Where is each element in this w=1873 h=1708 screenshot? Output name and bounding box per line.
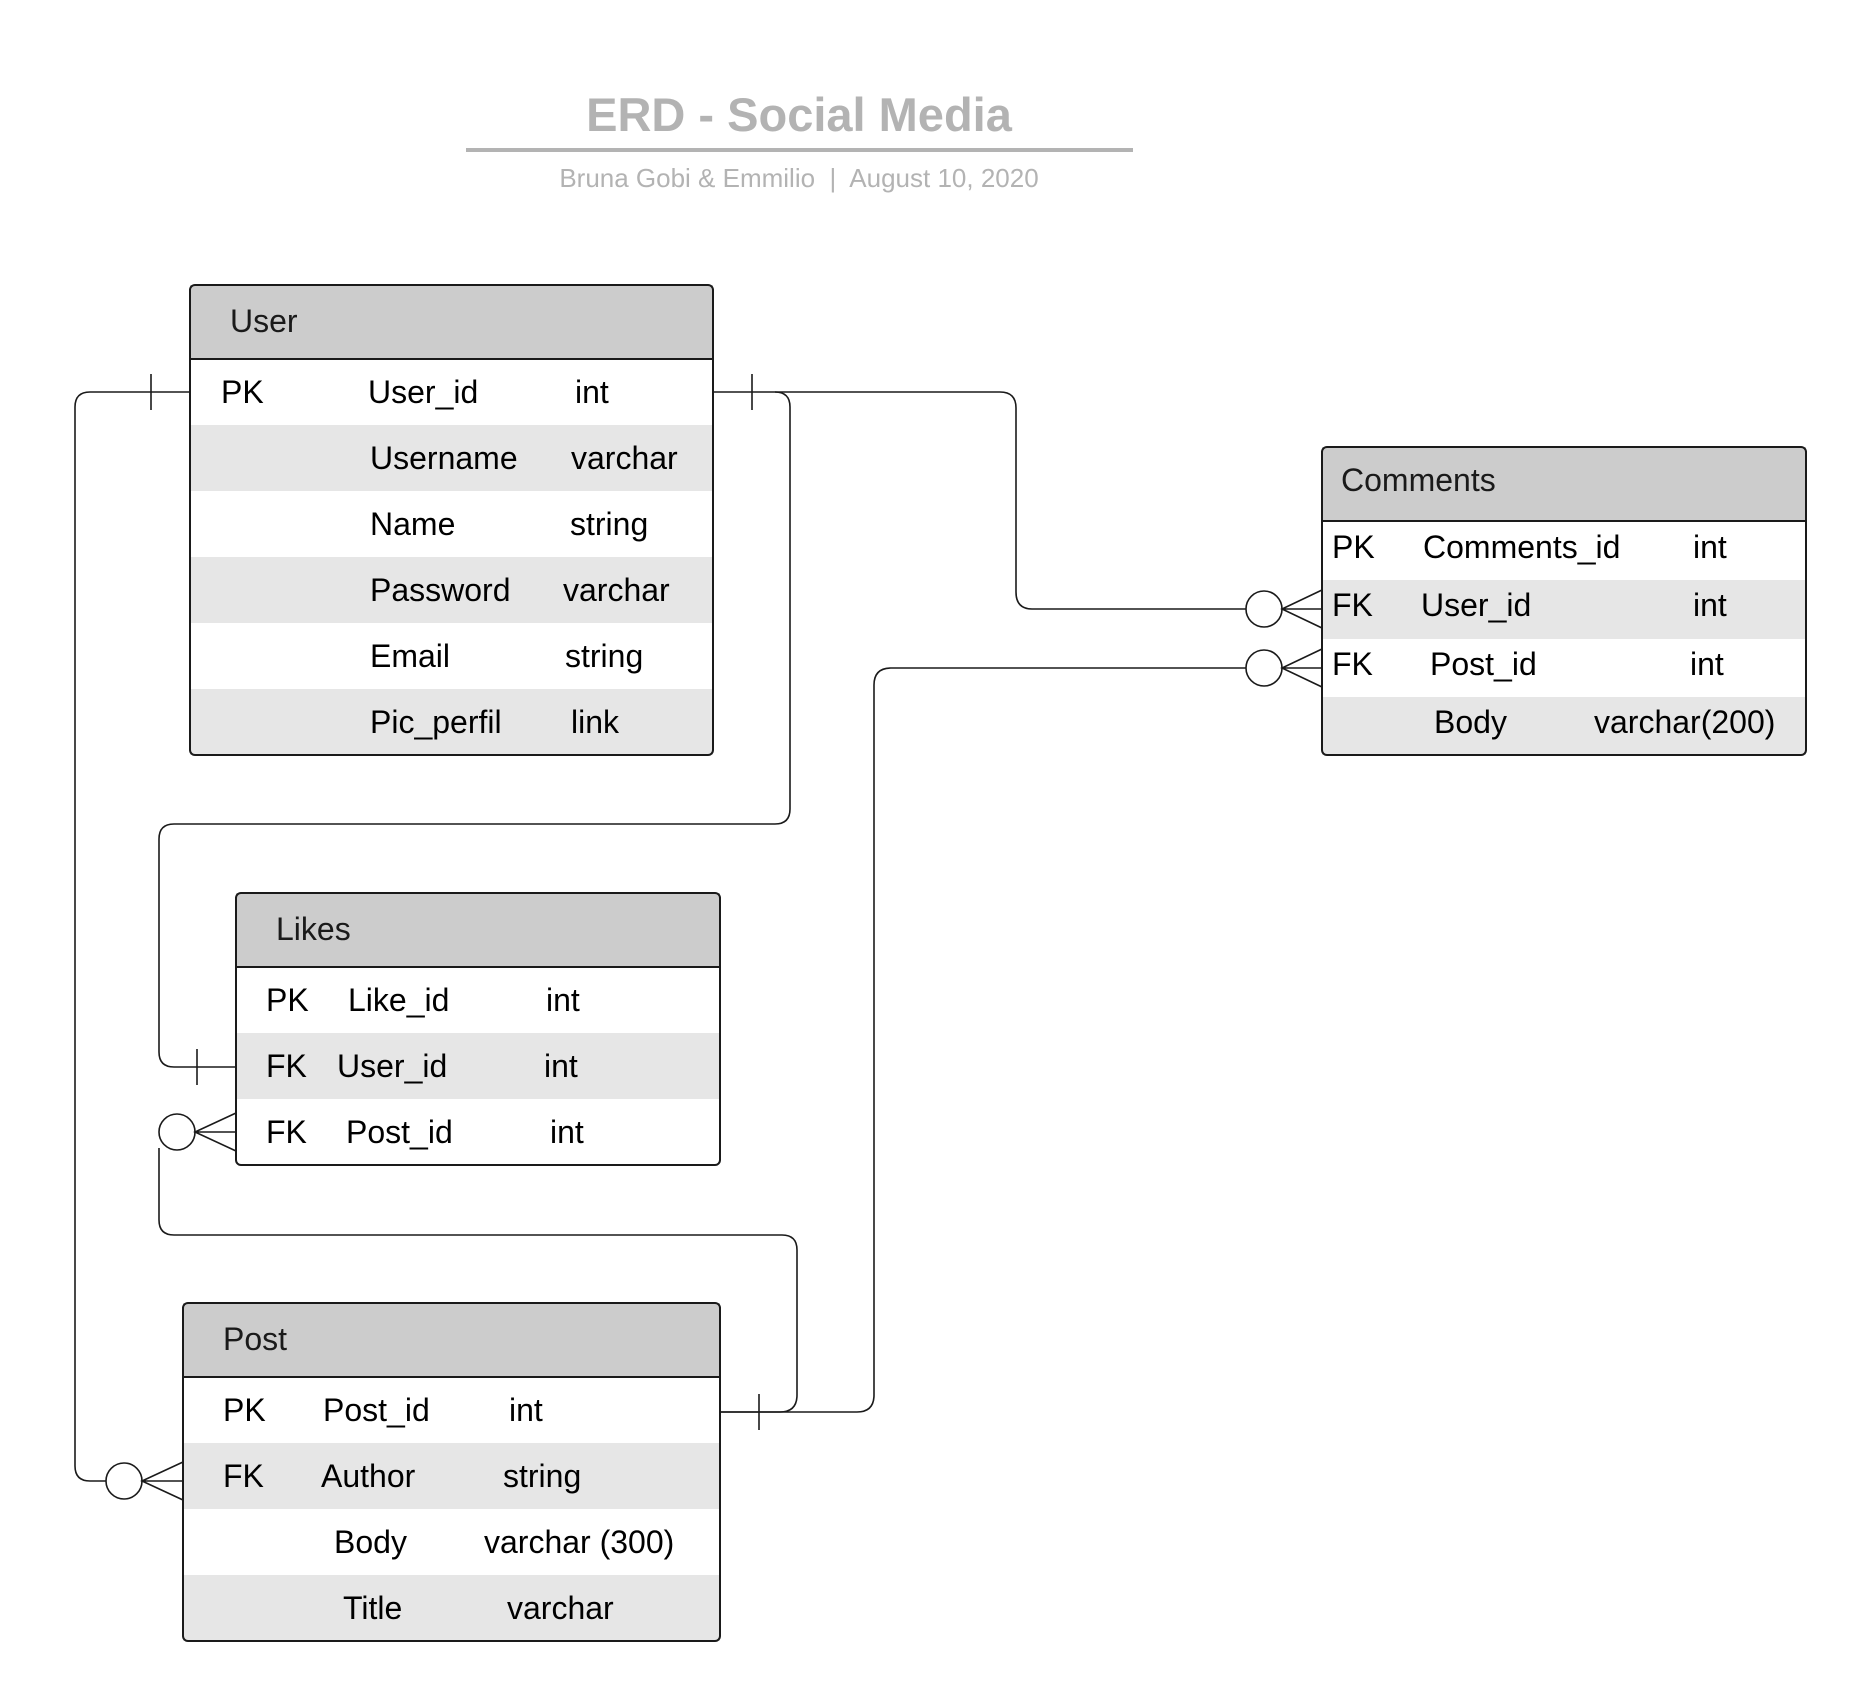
post-field: Author xyxy=(321,1458,416,1494)
diagram-subtitle: Bruna Gobi & Emmilio | August 10, 2020 xyxy=(559,163,1038,193)
post-header-bg xyxy=(183,1303,720,1377)
post-type: string xyxy=(503,1458,581,1494)
post-row-band xyxy=(183,1443,720,1509)
likes-type: int xyxy=(550,1114,584,1150)
comments-title: Comments xyxy=(1341,462,1496,498)
user-type: string xyxy=(570,506,648,542)
user-type: link xyxy=(571,704,620,740)
likes-key: FK xyxy=(266,1114,307,1150)
comments-key: PK xyxy=(1332,529,1375,565)
rel-user-post-line xyxy=(74,391,190,1482)
post-key: PK xyxy=(223,1392,266,1428)
likes-field: User_id xyxy=(337,1048,447,1084)
cardinality-markers xyxy=(105,374,1323,1501)
user-type: string xyxy=(565,638,643,674)
likes-key: PK xyxy=(266,982,309,1018)
crowfoot-icon xyxy=(140,1461,184,1501)
rel-user-likes-line xyxy=(158,391,791,1068)
likes-field: Post_id xyxy=(346,1114,453,1150)
likes-row-band xyxy=(236,1033,720,1099)
rel-user-comments-line xyxy=(775,391,1246,610)
relationship-lines xyxy=(74,391,1246,1482)
comments-type: int xyxy=(1690,646,1724,682)
rel-post-likes-line xyxy=(158,1148,798,1413)
zero-marker-icon xyxy=(1245,590,1283,628)
entity-user[interactable]: User PK User_id int Username varchar Nam… xyxy=(189,284,714,756)
post-type: varchar (300) xyxy=(484,1524,674,1560)
likes-type: int xyxy=(544,1048,578,1084)
comments-row-band xyxy=(1322,697,1806,755)
post-border xyxy=(182,1302,721,1642)
likes-field: Like_id xyxy=(348,982,449,1018)
post-title: Post xyxy=(223,1321,287,1357)
user-field: Password xyxy=(370,572,511,608)
user-type: varchar xyxy=(563,572,670,608)
user-field: Name xyxy=(370,506,455,542)
comments-field: Post_id xyxy=(1430,646,1537,682)
post-field: Body xyxy=(334,1524,407,1560)
comments-field: User_id xyxy=(1421,587,1531,623)
likes-type: int xyxy=(546,982,580,1018)
comments-border xyxy=(1321,446,1807,756)
user-row-band xyxy=(190,557,713,623)
user-row-band xyxy=(190,689,713,755)
likes-border xyxy=(235,892,721,1166)
user-type: int xyxy=(575,374,609,410)
comments-key: FK xyxy=(1332,587,1373,623)
comments-type: int xyxy=(1693,587,1727,623)
likes-key: FK xyxy=(266,1048,307,1084)
rel-post-comments-line xyxy=(720,667,1246,1413)
diagram-title: ERD - Social Media xyxy=(586,88,1013,141)
crowfoot-icon xyxy=(1280,589,1323,629)
user-title: User xyxy=(230,303,298,339)
user-field: User_id xyxy=(368,374,478,410)
entity-comments[interactable]: Comments PK Comments_id int FK User_id i… xyxy=(1321,446,1807,756)
user-type: varchar xyxy=(571,440,678,476)
likes-title: Likes xyxy=(276,911,351,947)
user-border xyxy=(189,284,714,756)
comments-key: FK xyxy=(1332,646,1373,682)
post-field: Post_id xyxy=(323,1392,430,1428)
comments-type: int xyxy=(1693,529,1727,565)
entity-likes[interactable]: Likes PK Like_id int FK User_id int FK P… xyxy=(235,892,721,1166)
post-type: int xyxy=(509,1392,543,1428)
user-field: Pic_perfil xyxy=(370,704,502,740)
likes-header-bg xyxy=(236,893,720,967)
user-row-band xyxy=(190,425,713,491)
entity-post[interactable]: Post PK Post_id int FK Author string Bod… xyxy=(182,1302,721,1642)
user-key: PK xyxy=(221,374,264,410)
comments-field: Body xyxy=(1434,704,1507,740)
zero-marker-icon xyxy=(105,1462,143,1500)
comments-header-bg xyxy=(1322,447,1806,521)
comments-row-band xyxy=(1322,580,1806,639)
user-header-bg xyxy=(190,285,713,359)
post-row-band xyxy=(183,1575,720,1641)
crowfoot-icon xyxy=(1280,648,1323,688)
user-field: Email xyxy=(370,638,450,674)
post-key: FK xyxy=(223,1458,264,1494)
user-field: Username xyxy=(370,440,518,476)
post-field: Title xyxy=(343,1590,402,1626)
crowfoot-icon xyxy=(193,1112,237,1152)
comments-type: varchar(200) xyxy=(1594,704,1775,740)
post-type: varchar xyxy=(507,1590,614,1626)
zero-marker-icon xyxy=(1245,649,1283,687)
comments-field: Comments_id xyxy=(1423,529,1620,565)
zero-marker-icon xyxy=(158,1113,196,1151)
